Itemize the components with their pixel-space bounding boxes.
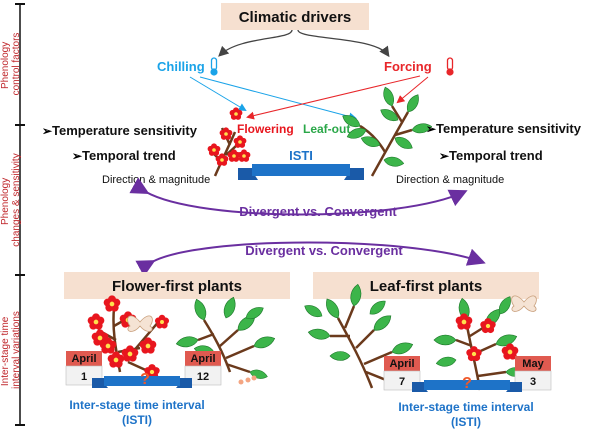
side-label-bottom: Inter-stage time interval variations bbox=[0, 311, 22, 389]
isti-banner-label: ISTI bbox=[289, 148, 313, 163]
cal4-day: 3 bbox=[530, 376, 536, 388]
flowering-branch bbox=[207, 107, 251, 177]
right-bullet-temp-sensitivity: Temperature sensitivity bbox=[436, 121, 582, 136]
flower-first-heading: Flower-first plants bbox=[112, 278, 242, 295]
calendar-april-7 bbox=[383, 356, 421, 391]
bullet-arrow: ➢ bbox=[426, 122, 437, 136]
arrow-chilling-leafout bbox=[199, 76, 357, 121]
cal1-day: 1 bbox=[81, 371, 87, 383]
arc-convergent-lower bbox=[135, 241, 486, 277]
title: Climatic drivers bbox=[239, 9, 352, 26]
leaf-first-leaf-branch bbox=[302, 283, 415, 389]
leafout-label: Leaf-out bbox=[303, 122, 350, 136]
flowering-label: Flowering bbox=[237, 122, 294, 136]
isti-banner-flower-first bbox=[92, 376, 192, 388]
butterfly-icon bbox=[511, 295, 537, 312]
calendar-april-1 bbox=[65, 351, 103, 386]
caption-leaf-first-1: Inter-stage time interval bbox=[398, 400, 533, 414]
thermometer-icon bbox=[446, 57, 454, 76]
bullet-arrow: ➢ bbox=[72, 149, 83, 163]
calendar-may-3 bbox=[514, 356, 552, 391]
flower-first-flower-branch bbox=[87, 295, 170, 380]
title-box bbox=[221, 3, 369, 30]
caption-flower-first-2: (ISTI) bbox=[122, 413, 152, 427]
forcing-label: Forcing bbox=[384, 59, 432, 74]
arc-label-upper: Divergent vs. Convergent bbox=[239, 204, 397, 219]
connector-to-chilling bbox=[218, 29, 293, 57]
flower-first-box bbox=[64, 272, 290, 299]
bullet-arrow: ➢ bbox=[42, 124, 53, 138]
butterfly-icon bbox=[127, 315, 153, 332]
flower-first-leaf-branch bbox=[175, 295, 277, 381]
cal2-day: 12 bbox=[197, 371, 209, 383]
thermometer-icon bbox=[210, 57, 218, 76]
leafout-branch bbox=[340, 85, 433, 177]
arc-convergent-upper bbox=[129, 177, 468, 216]
leaf-first-box bbox=[313, 272, 539, 299]
right-note: Direction & magnitude bbox=[396, 174, 504, 186]
question-mark-flower-first: ? bbox=[140, 371, 150, 388]
flower-icon bbox=[238, 375, 257, 385]
arrow-forcing-flowering bbox=[246, 75, 421, 120]
caption-flower-first-1: Inter-stage time interval bbox=[69, 398, 204, 412]
arc-label-lower: Divergent vs. Convergent bbox=[245, 243, 403, 258]
leaf-first-heading: Leaf-first plants bbox=[370, 278, 483, 295]
side-label-middle: Phenology changes & sensitivity bbox=[0, 153, 22, 246]
cal3-day: 7 bbox=[399, 376, 405, 388]
connector-to-forcing bbox=[297, 29, 390, 58]
cal2-month: April bbox=[190, 353, 215, 365]
cal3-month: April bbox=[389, 358, 414, 370]
cal4-month: May bbox=[522, 358, 544, 370]
caption-leaf-first-2: (ISTI) bbox=[451, 415, 481, 429]
leaf-first-flower-branch bbox=[433, 294, 527, 391]
cal1-month: April bbox=[71, 353, 96, 365]
isti-banner bbox=[238, 164, 364, 180]
left-bullet-temp-sensitivity: Temperature sensitivity bbox=[52, 123, 198, 138]
chilling-label: Chilling bbox=[157, 59, 205, 74]
left-bullet-temporal-trend: Temporal trend bbox=[82, 148, 176, 163]
isti-banner-leaf-first bbox=[412, 380, 522, 392]
right-bullet-temporal-trend: Temporal trend bbox=[449, 148, 543, 163]
side-label-top: Phenology control factors bbox=[0, 33, 22, 96]
question-mark-leaf-first: ? bbox=[462, 375, 472, 392]
side-axis bbox=[15, 3, 25, 426]
arrow-chilling-flowering bbox=[189, 76, 247, 112]
left-note: Direction & magnitude bbox=[102, 174, 210, 186]
calendar-april-12 bbox=[184, 351, 222, 386]
arrow-forcing-leafout bbox=[396, 76, 429, 104]
bullet-arrow: ➢ bbox=[439, 149, 450, 163]
